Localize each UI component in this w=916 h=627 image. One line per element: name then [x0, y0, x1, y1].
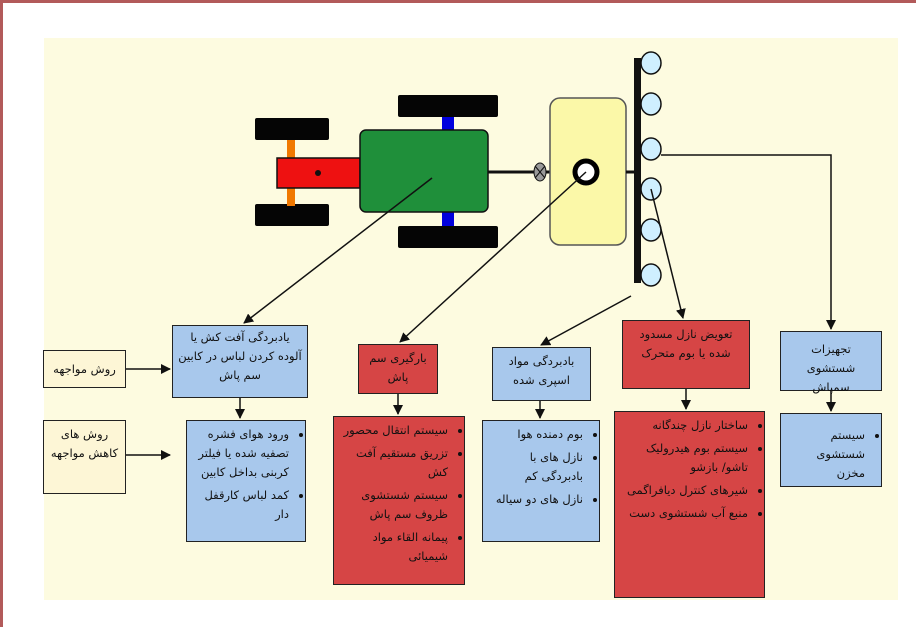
exposure-box-washing-equipment: تجهیزات شستشوی سمپاش [780, 331, 882, 394]
exposure-box-nozzle-replacement: تعویض نازل مسدود شده یا بوم متحرک [622, 320, 750, 389]
row-label-exposure-route: روش مواجهه [43, 350, 126, 388]
row-label-reduction-methods-text: روش های کاهش مواجهه [50, 427, 119, 460]
shaft-coupling [533, 162, 547, 182]
reduction-box-spray-drift: بوم دمنده هوا نازل های با بادبردگی کم نا… [482, 420, 600, 542]
exposure-box-cabin-contamination-text: یادبردگی آفت کش یا آلوده کردن لباس در کا… [178, 330, 302, 382]
reduction-item: شیرهای کنترل دیافراگمی [619, 481, 748, 500]
frame-left-border [0, 0, 3, 627]
exposure-box-nozzle-replacement-text: تعویض نازل مسدود شده یا بوم متحرک [639, 327, 733, 360]
row-label-exposure-route-text: روش مواجهه [53, 362, 116, 376]
hitch-pin [315, 170, 321, 176]
reduction-item: نازل های دو سیاله [487, 490, 583, 509]
reduction-item: منبع آب شستشوی دست [619, 504, 748, 523]
tractor-wheels [255, 95, 498, 248]
reduction-item: ورود هوای فشره تصفیه شده یا فیلتر کربنی … [191, 425, 289, 482]
reduction-item: پیمانه القاء مواد شیمیائی [338, 528, 448, 566]
exposure-box-cabin-contamination: یادبردگی آفت کش یا آلوده کردن لباس در کا… [172, 325, 308, 398]
exposure-box-spray-drift: بادبردگی مواد اسپری شده [492, 347, 591, 401]
reduction-box-washing: سیستم شستشوی مخزن [780, 413, 882, 487]
reduction-item: نازل های با بادبردگی کم [487, 448, 583, 486]
exposure-box-washing-equipment-text: تجهیزات شستشوی سمپاش [806, 342, 856, 394]
exposure-box-spray-drift-text: بادبردگی مواد اسپری شده [508, 354, 575, 387]
reduction-box-cabin: ورود هوای فشره تصفیه شده یا فیلتر کربنی … [186, 420, 306, 542]
tractor-body [359, 129, 489, 213]
exposure-box-loading: بارگیری سم پاش [358, 344, 438, 394]
reduction-item: بوم دمنده هوا [487, 425, 583, 444]
connector-arrows [126, 154, 836, 460]
exposure-box-loading-text: بارگیری سم پاش [369, 351, 427, 384]
reduction-item: کمد لباس کارقفل دار [191, 486, 289, 524]
spray-boom [634, 58, 641, 283]
reduction-item: تزریق مستقیم آفت کش [338, 444, 448, 482]
reduction-item: سیستم شستشوی ظروف سم پاش [338, 486, 448, 524]
reduction-box-loading: سیستم انتقال محصور تزریق مستقیم آفت کش س… [333, 416, 465, 585]
reduction-item: سیستم بوم هیدرولیک تاشو/ بازشو [619, 439, 748, 477]
frame-top-border [0, 0, 916, 3]
reduction-item: سیستم انتقال محصور [338, 421, 448, 440]
boom-nozzles [640, 51, 662, 287]
reduction-item: ساختار نازل چندگانه [619, 416, 748, 435]
row-label-reduction-methods: روش های کاهش مواجهه [43, 420, 126, 494]
reduction-box-nozzle: ساختار نازل چندگانه سیستم بوم هیدرولیک ت… [614, 411, 765, 598]
reduction-item: سیستم شستشوی مخزن [785, 426, 865, 483]
